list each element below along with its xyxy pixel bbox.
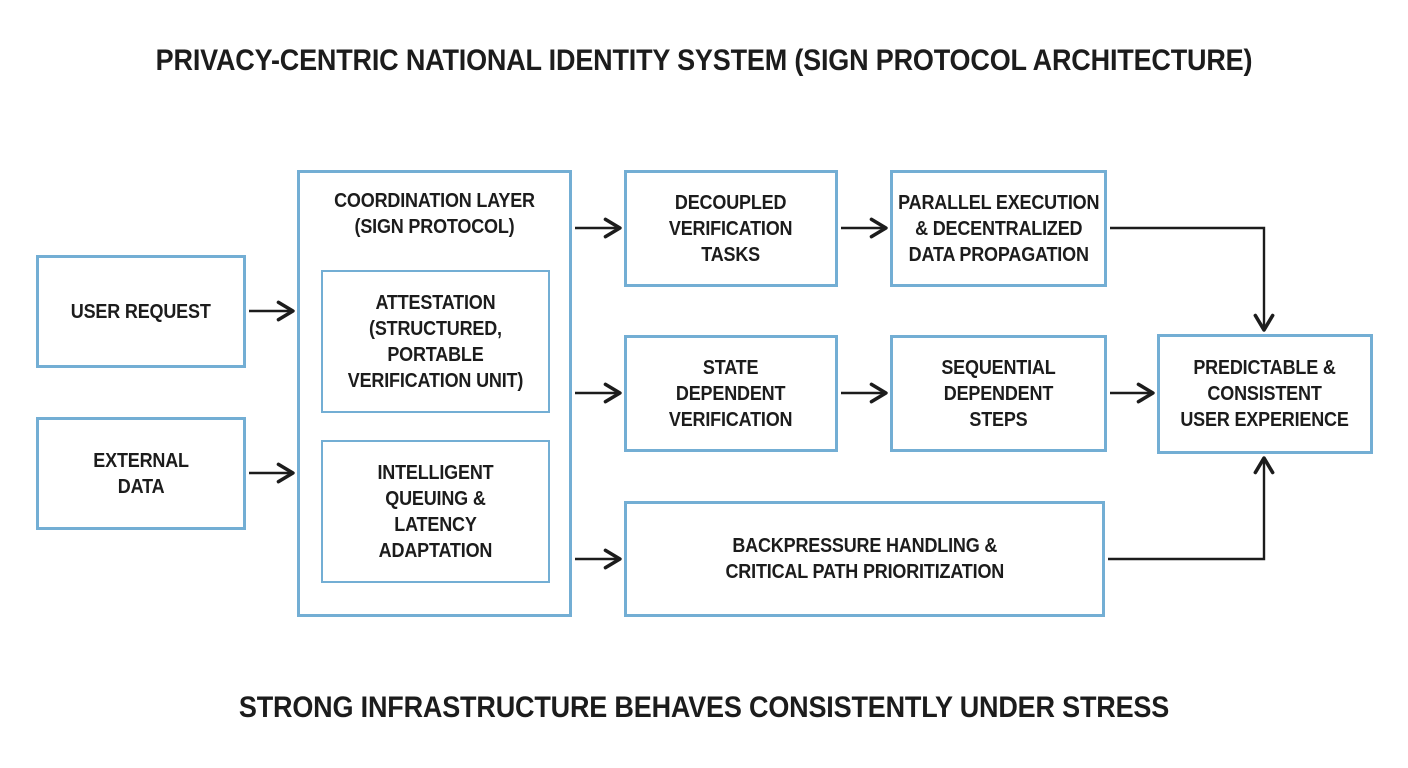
arrow-backpressure-to-predictable (1108, 456, 1275, 561)
node-intelligent-queuing-label: INTELLIGENT QUEUING & LATENCY ADAPTATION (377, 461, 494, 562)
diagram-title: PRIVACY-CENTRIC NATIONAL IDENTITY SYSTEM… (155, 44, 1253, 77)
node-coordination-layer: COORDINATION LAYER (SIGN PROTOCOL) ATTES… (297, 170, 572, 617)
node-user-request: USER REQUEST (36, 255, 246, 368)
arrow-parallel-to-predictable (1110, 226, 1275, 332)
node-intelligent-queuing: INTELLIGENT QUEUING & LATENCY ADAPTATION (321, 440, 550, 583)
node-predictable-experience: PREDICTABLE & CONSISTENT USER EXPERIENCE (1157, 334, 1373, 454)
node-sequential-steps: SEQUENTIAL DEPENDENT STEPS (890, 335, 1107, 452)
node-external-data-label: EXTERNAL DATA (93, 449, 189, 498)
node-parallel-execution: PARALLEL EXECUTION & DECENTRALIZED DATA … (890, 170, 1107, 287)
node-backpressure-handling: BACKPRESSURE HANDLING & CRITICAL PATH PR… (624, 501, 1105, 617)
node-state-dependent-verification-label: STATE DEPENDENT VERIFICATION (669, 356, 793, 431)
node-parallel-execution-label: PARALLEL EXECUTION & DECENTRALIZED DATA … (897, 191, 1100, 266)
node-decoupled-verification: DECOUPLED VERIFICATION TASKS (624, 170, 838, 287)
node-attestation: ATTESTATION (STRUCTURED, PORTABLE VERIFI… (321, 270, 550, 413)
node-predictable-experience-label: PREDICTABLE & CONSISTENT USER EXPERIENCE (1180, 357, 1350, 431)
node-decoupled-verification-label: DECOUPLED VERIFICATION TASKS (669, 191, 793, 266)
node-coordination-layer-label: COORDINATION LAYER (SIGN PROTOCOL) (334, 190, 535, 238)
node-state-dependent-verification: STATE DEPENDENT VERIFICATION (624, 335, 838, 452)
node-attestation-label: ATTESTATION (STRUCTURED, PORTABLE VERIFI… (347, 291, 524, 392)
node-backpressure-handling-label: BACKPRESSURE HANDLING & CRITICAL PATH PR… (725, 535, 1004, 583)
node-sequential-steps-label: SEQUENTIAL DEPENDENT STEPS (941, 356, 1056, 431)
node-user-request-label: USER REQUEST (71, 300, 211, 323)
node-external-data: EXTERNAL DATA (36, 417, 246, 530)
diagram-footer: STRONG INFRASTRUCTURE BEHAVES CONSISTENT… (238, 691, 1170, 724)
